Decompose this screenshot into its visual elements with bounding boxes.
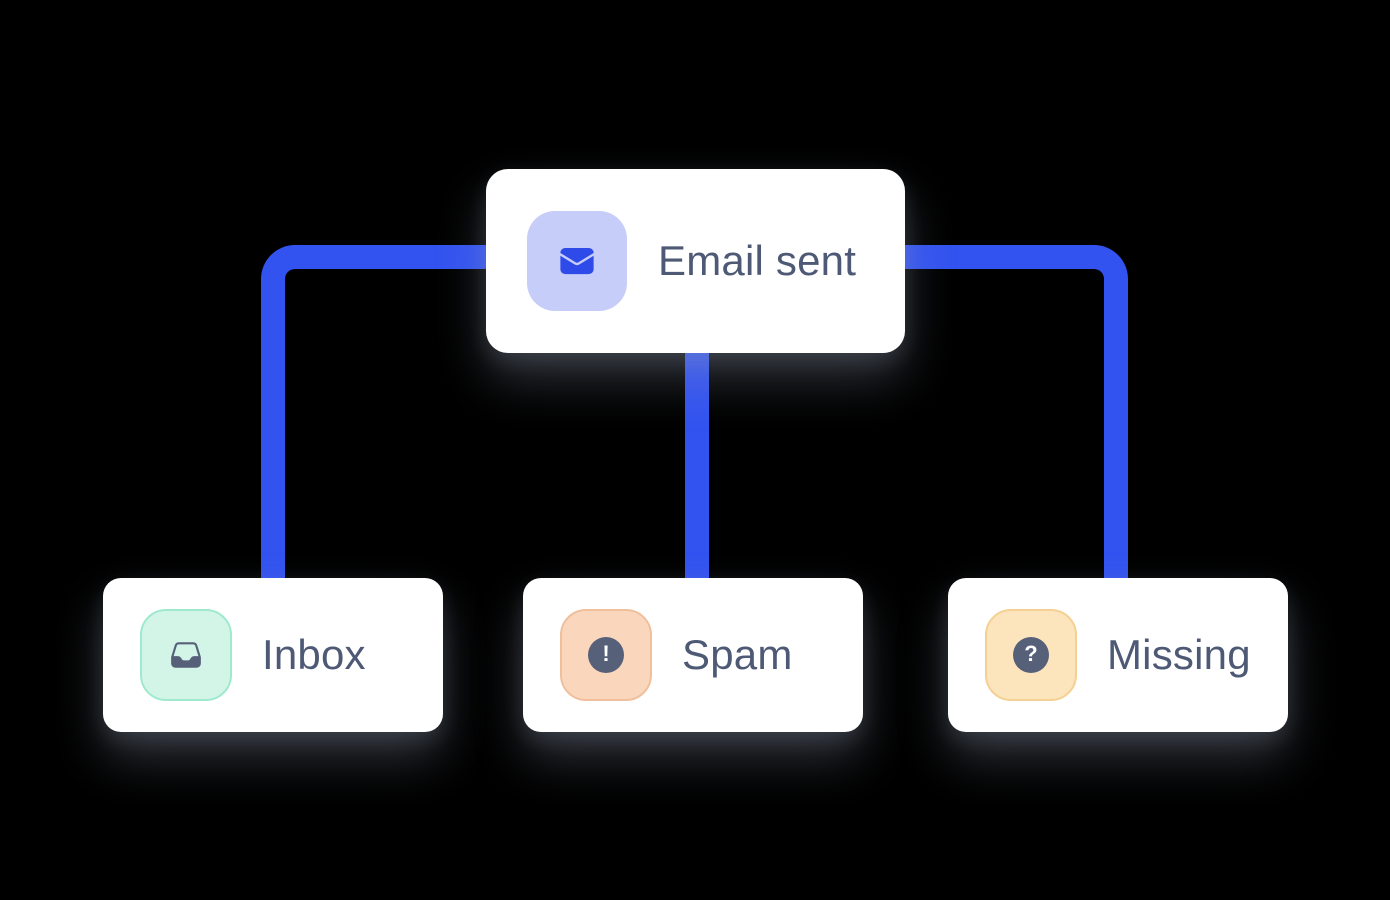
node-missing-label: Missing [1107, 631, 1251, 678]
exclamation-circle-icon: ! [588, 637, 624, 673]
node-email-sent-label: Email sent [658, 237, 857, 284]
node-spam-label: Spam [682, 631, 793, 678]
mail-icon-tile [527, 211, 627, 311]
envelope-icon [560, 247, 594, 275]
node-inbox-label: Inbox [262, 631, 366, 678]
node-spam: ! Spam [523, 578, 863, 732]
inbox-tray-icon [171, 642, 201, 668]
connector-email-to-spam [685, 340, 709, 578]
question-mark-circle-icon: ? [1013, 637, 1049, 673]
node-missing: ? Missing [948, 578, 1288, 732]
node-inbox: Inbox [103, 578, 443, 732]
spam-icon-tile: ! [560, 609, 652, 701]
missing-icon-tile: ? [985, 609, 1077, 701]
node-email-sent: Email sent [486, 169, 905, 353]
inbox-icon-tile [140, 609, 232, 701]
